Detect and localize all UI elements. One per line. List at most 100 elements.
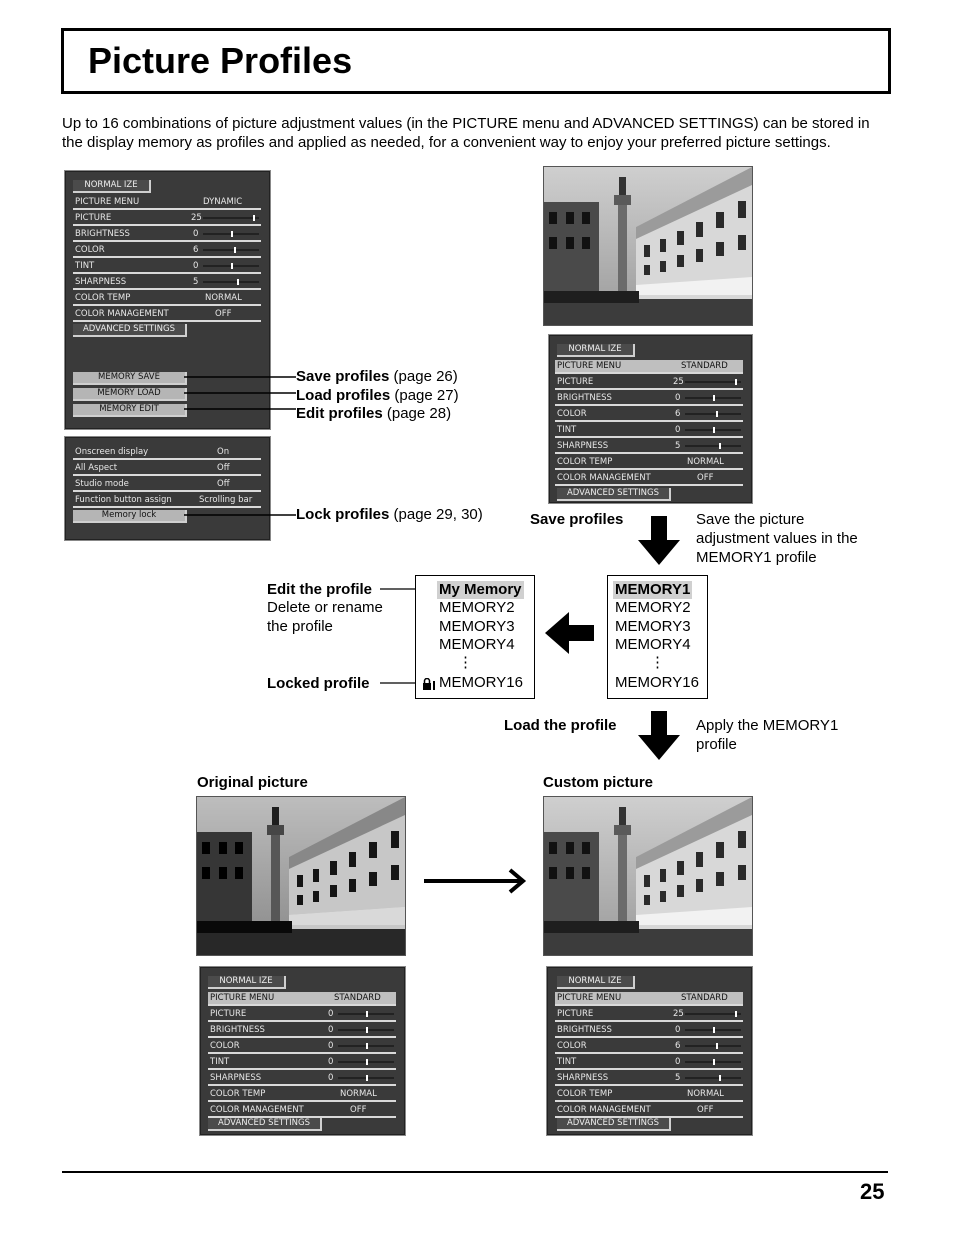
page-number: 25 xyxy=(860,1179,885,1204)
memory-item-my-memory[interactable]: My Memory xyxy=(437,581,524,599)
load-profile-label: Load the profile xyxy=(504,717,617,734)
arrow-left-icon xyxy=(545,612,594,654)
memory-item-1[interactable]: MEMORY1 xyxy=(613,581,693,599)
memory-save-button[interactable]: MEMORY SAVE xyxy=(73,372,187,385)
memory-item-2[interactable]: MEMORY2 xyxy=(615,599,691,616)
arrow-down-load-icon xyxy=(638,711,680,760)
advanced-settings-button[interactable]: ADVANCED SETTINGS xyxy=(557,1118,671,1131)
intro-text: Up to 16 combinations of picture adjustm… xyxy=(62,115,870,151)
page-title: Picture Profiles xyxy=(88,40,353,81)
callout-lock: Lock profiles (page 29, 30) xyxy=(296,506,483,523)
menu-header: NORMAL IZE xyxy=(73,180,151,193)
advanced-settings-button[interactable]: ADVANCED SETTINGS xyxy=(73,324,187,337)
menu-header: NORMAL IZE xyxy=(557,976,635,989)
photo-original xyxy=(196,796,406,956)
memory-item-16[interactable]: MEMORY16 xyxy=(439,674,523,691)
menu-header: NORMAL IZE xyxy=(557,344,635,357)
memory-lock-button[interactable]: Memory lock xyxy=(73,510,187,523)
street-scene-image xyxy=(544,797,752,955)
callout-save: Save profiles (page 26) xyxy=(296,368,458,385)
memory-list-dots: ⋮ xyxy=(458,654,473,671)
footer-rule xyxy=(62,1171,888,1173)
memory-item-4[interactable]: MEMORY4 xyxy=(439,636,515,653)
save-desc-3: MEMORY1 profile xyxy=(696,549,817,566)
memory-edit-button[interactable]: MEMORY EDIT xyxy=(73,404,187,417)
save-desc-2: adjustment values in the xyxy=(696,530,858,547)
arrow-right-icon xyxy=(424,868,527,894)
memory-list-dots: ⋮ xyxy=(650,654,665,671)
memory-item-3[interactable]: MEMORY3 xyxy=(615,618,691,635)
memory-item-4[interactable]: MEMORY4 xyxy=(615,636,691,653)
advanced-settings-button[interactable]: ADVANCED SETTINGS xyxy=(208,1118,322,1131)
load-desc-2: profile xyxy=(696,736,737,753)
photo-custom-top xyxy=(543,166,753,326)
callout-load: Load profiles (page 27) xyxy=(296,387,459,404)
street-scene-image xyxy=(544,167,752,325)
menu-header: NORMAL IZE xyxy=(208,976,286,989)
memory-load-button[interactable]: MEMORY LOAD xyxy=(73,388,187,401)
callout-edit: Edit profiles (page 28) xyxy=(296,405,452,422)
memory-list-saved: MEMORY1 MEMORY2 MEMORY3 MEMORY4 ⋮ MEMORY… xyxy=(607,575,708,699)
edit-desc-1: Delete or rename xyxy=(267,599,383,616)
street-scene-image xyxy=(197,797,405,955)
memory-item-3[interactable]: MEMORY3 xyxy=(439,618,515,635)
arrow-down-save-icon xyxy=(638,516,680,565)
memory-list-edited: My Memory MEMORY2 MEMORY3 MEMORY4 ⋮ MEMO… xyxy=(415,575,535,699)
lock-icon xyxy=(423,678,435,690)
memory-item-2[interactable]: MEMORY2 xyxy=(439,599,515,616)
memory-item-16[interactable]: MEMORY16 xyxy=(615,674,699,691)
save-profiles-label: Save profiles xyxy=(530,511,624,528)
edit-profile-label: Edit the profile xyxy=(267,581,372,598)
photo-custom-bottom xyxy=(543,796,753,956)
custom-picture-label: Custom picture xyxy=(543,774,654,791)
advanced-settings-button[interactable]: ADVANCED SETTINGS xyxy=(557,488,671,501)
save-desc-1: Save the picture xyxy=(696,511,805,528)
locked-profile-label: Locked profile xyxy=(267,675,370,692)
original-picture-label: Original picture xyxy=(197,774,308,791)
load-desc-1: Apply the MEMORY1 xyxy=(696,717,839,734)
title-box: Picture Profiles xyxy=(61,28,891,94)
edit-desc-2: the profile xyxy=(267,618,333,635)
